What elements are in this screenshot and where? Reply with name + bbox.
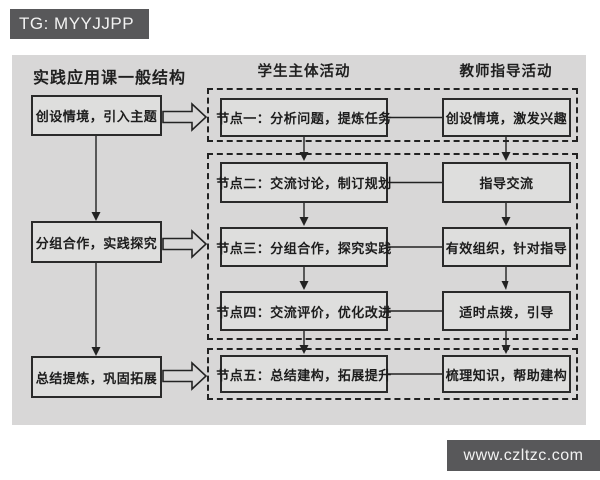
student-node-1: 节点一：分析问题，提炼任务 (216, 98, 391, 137)
watermark-bottom-badge: www.czltzc.com (447, 440, 600, 471)
student-node-5: 节点五：总结建构，拓展提升 (216, 355, 391, 393)
student-node-4: 节点四：交流评价，优化改进 (216, 291, 391, 331)
teacher-node-4: 适时点拨，引导 (442, 291, 571, 331)
student-node-2: 节点二：交流讨论，制订规划 (216, 162, 391, 203)
structure-column-title: 实践应用课一般结构 (33, 70, 187, 87)
teacher-column-title: 教师指导活动 (459, 64, 553, 80)
teacher-node-1: 创设情境，激发兴趣 (442, 98, 571, 137)
watermark-top-badge: TG: MYYJJPP (10, 9, 149, 39)
phase-group-1 (207, 88, 578, 142)
student-column-title: 学生主体活动 (257, 64, 351, 80)
structure-step-3: 总结提炼，巩固拓展 (31, 356, 162, 398)
teacher-node-2: 指导交流 (442, 162, 571, 203)
teacher-node-3: 有效组织，针对指导 (442, 227, 571, 267)
structure-step-1: 创设情境，引入主题 (31, 95, 162, 136)
phase-group-2 (207, 153, 578, 340)
student-node-3: 节点三：分组合作，探究实践 (216, 227, 391, 267)
structure-step-2: 分组合作，实践探究 (31, 221, 162, 263)
teacher-node-5: 梳理知识，帮助建构 (442, 355, 571, 393)
phase-group-3 (207, 348, 578, 400)
